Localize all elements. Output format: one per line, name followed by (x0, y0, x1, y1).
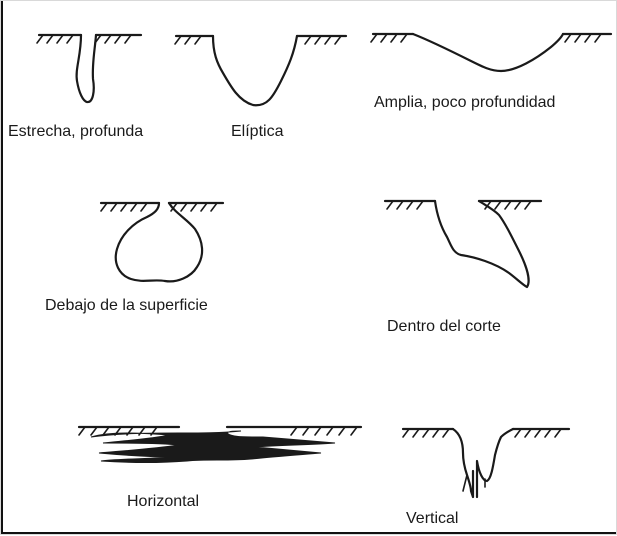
label-undercut: Dentro del corte (387, 318, 501, 335)
shape-subsurface (99, 201, 225, 283)
label-subsurface: Debajo de la superficie (45, 297, 208, 314)
label-vertical: Vertical (406, 510, 459, 527)
label-wide-shallow: Amplia, poco profundidad (374, 94, 556, 111)
shape-undercut (383, 199, 543, 289)
label-horizontal: Horizontal (127, 493, 200, 510)
shape-vertical (401, 427, 571, 499)
shape-narrow-deep (36, 33, 143, 104)
shape-wide-shallow (370, 32, 613, 73)
shape-elliptical (174, 34, 348, 107)
label-elliptical: Elíptica (231, 123, 284, 140)
shape-horizontal (77, 425, 363, 463)
label-narrow-deep: Estrecha, profunda (8, 123, 144, 140)
